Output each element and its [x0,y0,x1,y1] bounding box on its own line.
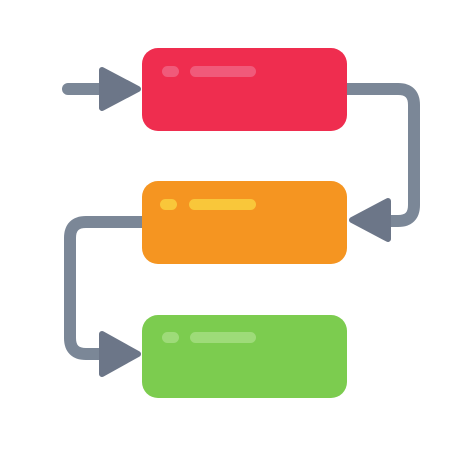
connector-2-to-3 [64,216,148,360]
step-1-block [142,48,347,131]
step-1-box [142,48,347,131]
step-2-bar [189,199,256,210]
step-1-bar [190,66,256,77]
step-3-bar [190,332,256,343]
step-2-box [142,181,347,264]
connector-1-to-2 [340,83,420,227]
step-1-dot [162,66,179,77]
step-3-box [142,315,347,398]
arrowhead-step-3-icon [99,331,141,377]
step-2-dot [160,199,177,210]
step-3-block [142,315,347,398]
entry-arrowhead-icon [99,67,141,111]
step-2-block [142,181,347,264]
arrowhead-step-2-icon [349,198,391,242]
step-3-dot [162,332,179,343]
